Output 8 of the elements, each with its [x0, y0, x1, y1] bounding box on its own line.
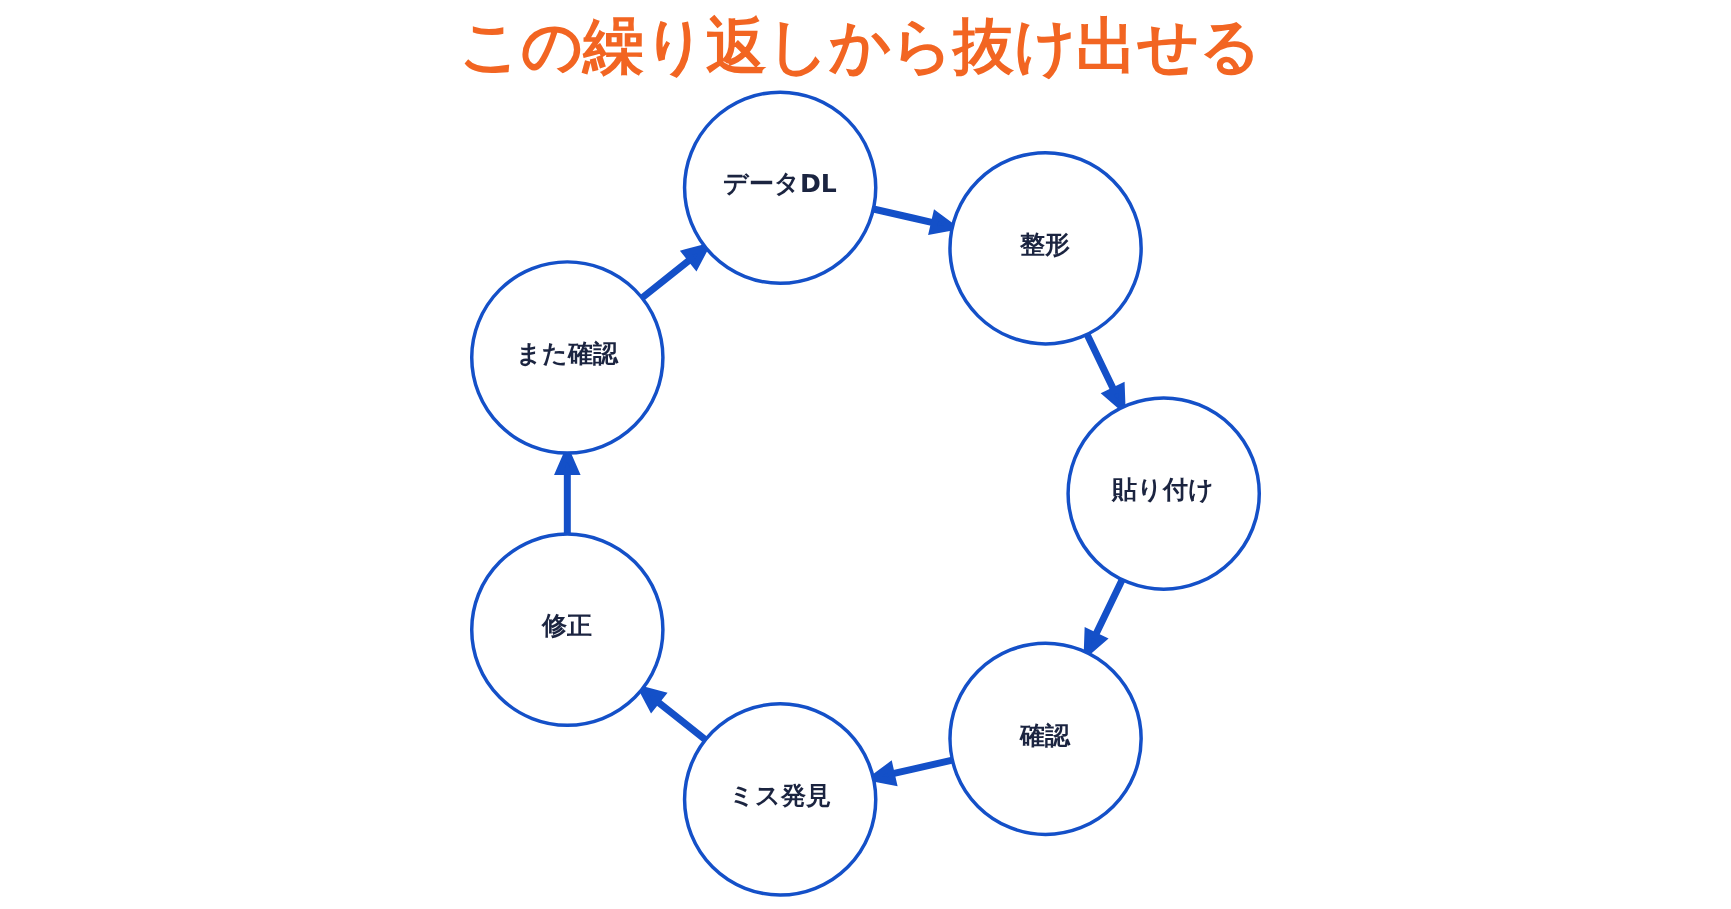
diagram-title: この繰り返しから抜け出せる	[458, 10, 1261, 82]
node-circle: ミス発見	[682, 702, 878, 897]
node-circle: 貼り付け	[1066, 396, 1261, 591]
node-circle: また確認	[470, 260, 665, 455]
node-circle: 確認	[948, 641, 1143, 837]
node-circle: 整形	[948, 150, 1143, 346]
node-circle: データDL	[682, 90, 878, 286]
node-circle: 修正	[470, 532, 665, 727]
